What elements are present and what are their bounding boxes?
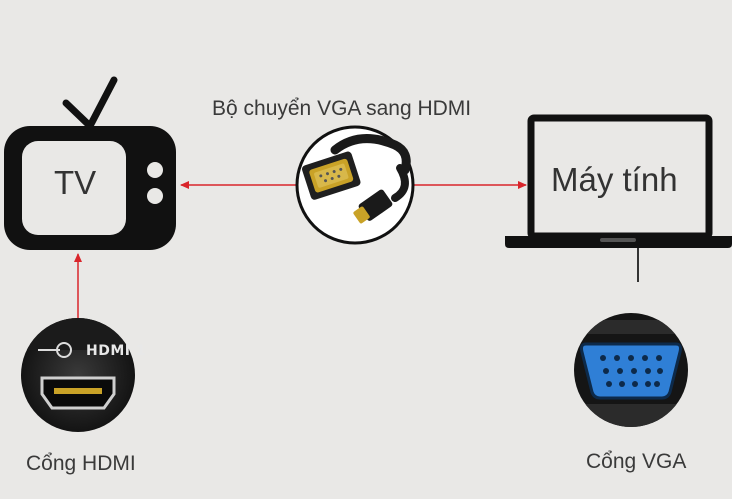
connection-arrows <box>74 181 527 320</box>
laptop-label: Máy tính <box>551 161 678 198</box>
vga-port-icon <box>574 313 688 427</box>
laptop-icon <box>505 114 732 282</box>
tv-label: TV <box>54 164 97 201</box>
hdmi-port-label: Cổng HDMI <box>26 452 136 475</box>
hdmi-port-icon <box>21 318 135 432</box>
adapter-label: Bộ chuyển VGA sang HDMI <box>212 97 472 120</box>
vga-hdmi-cable-icon <box>295 125 415 245</box>
tv-icon <box>4 76 176 250</box>
vga-port-label: Cổng VGA <box>586 450 687 473</box>
hdmi-port-text: HDMI 1 <box>86 343 147 359</box>
